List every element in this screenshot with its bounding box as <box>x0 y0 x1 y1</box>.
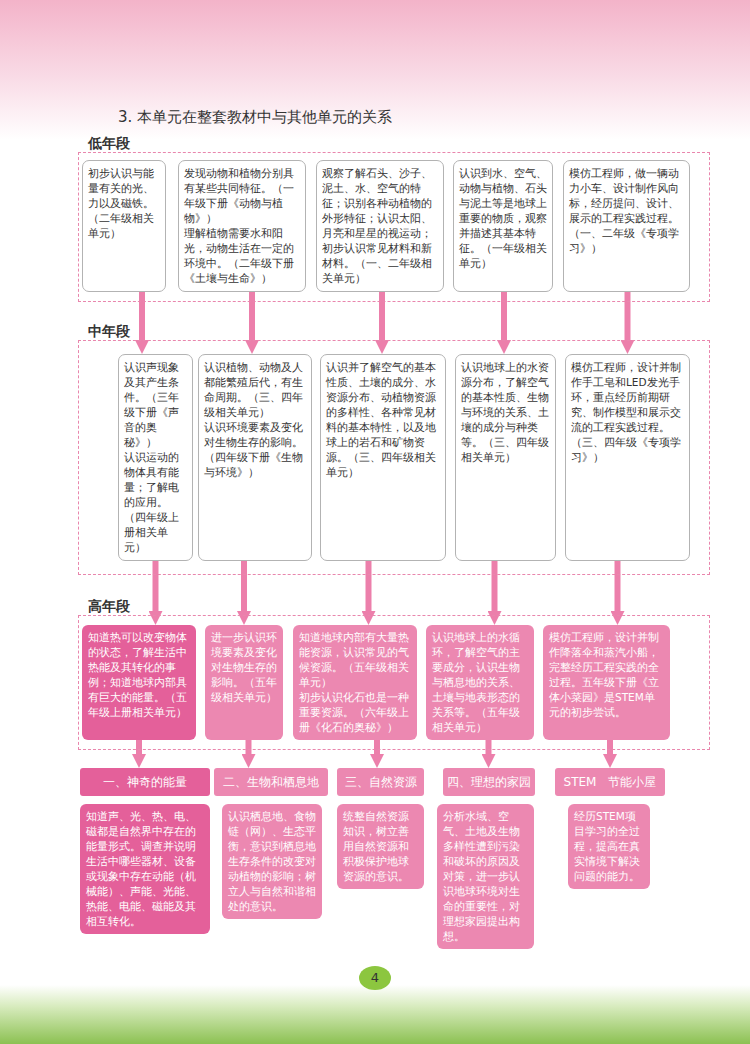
box-text: 模仿工程师，设计并制作手工皂和LED发光手环，重点经历前期研究、制作模型和展示交… <box>571 360 684 465</box>
unit-title-tab: 二、生物和栖息地 <box>214 768 328 796</box>
box-text: 认识声现象及其产生条件。（三年级下册《声音的奥秘》） <box>124 360 187 450</box>
box-text: 模仿工程师，做一辆动力小车、设计制作风向标，经历提问、设计、展示的工程实践过程。… <box>569 166 684 256</box>
flow-arrow <box>492 561 498 615</box>
box-text: 认识植物、动物及人都能繁殖后代，有生命周期。（三、四年级相关单元） <box>204 360 306 420</box>
box-text: 理解植物需要水和阳光，动物生活在一定的环境中。（二年级下册《土壤与生命》） <box>184 226 300 286</box>
box-text: 经历STEM项目学习的全过程，提高在真实情境下解决问题的能力。 <box>574 809 644 884</box>
box-text: 发现动物和植物分别具有某些共同特征。（一年级下册《动物与植物》） <box>184 166 300 226</box>
unit-goal-box: 经历STEM项目学习的全过程，提高在真实情境下解决问题的能力。 <box>568 804 650 889</box>
flow-arrow <box>136 740 142 758</box>
box-text: 知道热可以改变物体的状态，了解生活中热能及其转化的事例；知道地球内部具有巨大的能… <box>88 630 190 720</box>
box-text: 二、生物和栖息地 <box>218 774 324 790</box>
box-text: 一、神奇的能量 <box>84 774 206 790</box>
box-text: 进一步认识环境要素及变化对生物生存的影响。（五年级相关单元） <box>211 630 277 705</box>
unit-title-tab: 三、自然资源 <box>337 768 424 796</box>
upper-grade-box: 模仿工程师，设计并制作降落伞和蒸汽小船，完整经历工程实践的全过程。五年级下册《立… <box>543 625 670 740</box>
box-text: 认识环境要素及变化对生物生存的影响。（四年级下册《生物与环境》） <box>204 420 306 480</box>
box-text: 初步认识化石也是一种重要资源。（六年级上册《化石的奥秘》） <box>299 690 411 735</box>
grade-unit-box: 模仿工程师，设计并制作手工皂和LED发光手环，重点经历前期研究、制作模型和展示交… <box>565 354 690 561</box>
box-text: 知道声、光、热、电、磁都是自然界中存在的能量形式。调查并说明生活中哪些器材、设备… <box>86 809 204 929</box>
grade-unit-box: 认识并了解空气的基本性质、土壤的成分、水资源分布、动植物资源的多样性、各种常见材… <box>320 354 446 561</box>
box-text: 分析水域、空气、土地及生物多样性遭到污染和破坏的原因及对策，进一步认识地球环境对… <box>443 809 528 944</box>
grass-band <box>0 985 750 1044</box>
unit-title-tab: 四、理想的家园 <box>443 768 535 796</box>
flow-arrow <box>625 292 631 344</box>
flow-arrow <box>486 740 492 758</box>
page-number-badge <box>359 966 391 990</box>
flow-arrow <box>366 561 372 615</box>
grade-unit-box: 发现动物和植物分别具有某些共同特征。（一年级下册《动物与植物》）理解植物需要水和… <box>178 160 306 292</box>
box-text: 统整自然资源知识，树立善用自然资源和积极保护地球资源的意识。 <box>343 809 418 884</box>
flow-arrow <box>241 561 247 615</box>
grade-unit-box: 认识植物、动物及人都能繁殖后代，有生命周期。（三、四年级相关单元）认识环境要素及… <box>198 354 312 561</box>
grade-unit-box: 认识地球上的水资源分布，了解空气的基本性质、生物与环境的关系、土壤的成分与种类等… <box>455 354 556 561</box>
band-heading: 中年段 <box>78 322 710 340</box>
box-text: STEM 节能小屋 <box>559 774 661 790</box>
box-text: 认识运动的物体具有能量；了解电的应用。（四年级上册相关单元） <box>124 450 187 555</box>
grade-unit-box: 认识到水、空气、动物与植物、石头与泥土等是地球上重要的物质，观察并描述其基本特征… <box>453 160 553 292</box>
box-text: 认识并了解空气的基本性质、土壤的成分、水资源分布、动植物资源的多样性、各种常见材… <box>326 360 440 480</box>
box-text: 四、理想的家园 <box>447 774 531 790</box>
unit-goal-box: 认识栖息地、食物链（网）、生态平衡，意识到栖息地生存条件的改变对动植物的影响；树… <box>222 804 322 919</box>
grade-band: 高年段知道热可以改变物体的状态，了解生活中热能及其转化的事例；知道地球内部具有巨… <box>78 597 710 750</box>
flow-arrow <box>379 292 385 344</box>
flow-arrow <box>249 292 255 344</box>
grade-band: 中年段认识声现象及其产生条件。（三年级下册《声音的奥秘》）认识运动的物体具有能量… <box>78 322 710 575</box>
grade-band: 低年段初步认识与能量有关的光、力以及磁铁。（二年级相关单元）发现动物和植物分别具… <box>78 134 710 302</box>
box-text: 认识到水、空气、动物与植物、石头与泥土等是地球上重要的物质，观察并描述其基本特征… <box>459 166 547 271</box>
unit-goal-box: 知道声、光、热、电、磁都是自然界中存在的能量形式。调查并说明生活中哪些器材、设备… <box>80 804 210 934</box>
upper-grade-box: 知道热可以改变物体的状态，了解生活中热能及其转化的事例；知道地球内部具有巨大的能… <box>82 625 196 740</box>
page-title: 3. 本单元在整套教材中与其他单元的关系 <box>118 107 392 127</box>
band-heading: 低年段 <box>78 134 710 152</box>
grade-unit-box: 认识声现象及其产生条件。（三年级下册《声音的奥秘》）认识运动的物体具有能量；了解… <box>118 354 193 561</box>
box-text: 知道地球内部有大量热能资源，认识常见的气候资源。（五年级相关单元） <box>299 630 411 690</box>
box-text: 认识栖息地、食物链（网）、生态平衡，意识到栖息地生存条件的改变对动植物的影响；树… <box>228 809 316 914</box>
unit-goal-box: 统整自然资源知识，树立善用自然资源和积极保护地球资源的意识。 <box>337 804 424 889</box>
box-text: 认识地球上的水循环，了解空气的主要成分，认识生物与栖息地的关系、土壤与地表形态的… <box>432 630 528 735</box>
flow-arrow <box>139 292 145 344</box>
upper-grade-box: 进一步认识环境要素及变化对生物生存的影响。（五年级相关单元） <box>205 625 283 740</box>
unit-title-tab: STEM 节能小屋 <box>555 768 665 796</box>
box-text: 认识地球上的水资源分布，了解空气的基本性质、生物与环境的关系、土壤的成分与种类等… <box>461 360 550 465</box>
flow-arrow <box>374 740 380 758</box>
page-number: 4 <box>361 969 389 987</box>
flow-arrow <box>153 561 159 615</box>
grade-unit-box: 观察了解石头、沙子、泥土、水、空气的特征；识别各种动植物的外形特征；认识太阳、月… <box>316 160 444 292</box>
box-text: 三、自然资源 <box>341 774 420 790</box>
flow-arrow <box>607 740 613 758</box>
box-text: 初步认识与能量有关的光、力以及磁铁。（二年级相关单元） <box>88 166 160 241</box>
band-heading: 高年段 <box>78 597 710 615</box>
unit-title-tab: 一、神奇的能量 <box>80 768 210 796</box>
box-text: 模仿工程师，设计并制作降落伞和蒸汽小船，完整经历工程实践的全过程。五年级下册《立… <box>549 630 664 720</box>
box-text: 观察了解石头、沙子、泥土、水、空气的特征；识别各种动植物的外形特征；认识太阳、月… <box>322 166 438 286</box>
upper-grade-box: 认识地球上的水循环，了解空气的主要成分，认识生物与栖息地的关系、土壤与地表形态的… <box>426 625 534 740</box>
grade-unit-box: 模仿工程师，做一辆动力小车、设计制作风向标，经历提问、设计、展示的工程实践过程。… <box>563 160 690 292</box>
flow-arrow <box>246 740 252 758</box>
flow-arrow <box>615 561 621 615</box>
upper-grade-box: 知道地球内部有大量热能资源，认识常见的气候资源。（五年级相关单元）初步认识化石也… <box>293 625 417 740</box>
header-band <box>0 0 750 140</box>
flow-arrow <box>501 292 507 344</box>
unit-goal-box: 分析水域、空气、土地及生物多样性遭到污染和破坏的原因及对策，进一步认识地球环境对… <box>437 804 534 949</box>
grade-unit-box: 初步认识与能量有关的光、力以及磁铁。（二年级相关单元） <box>82 160 166 292</box>
